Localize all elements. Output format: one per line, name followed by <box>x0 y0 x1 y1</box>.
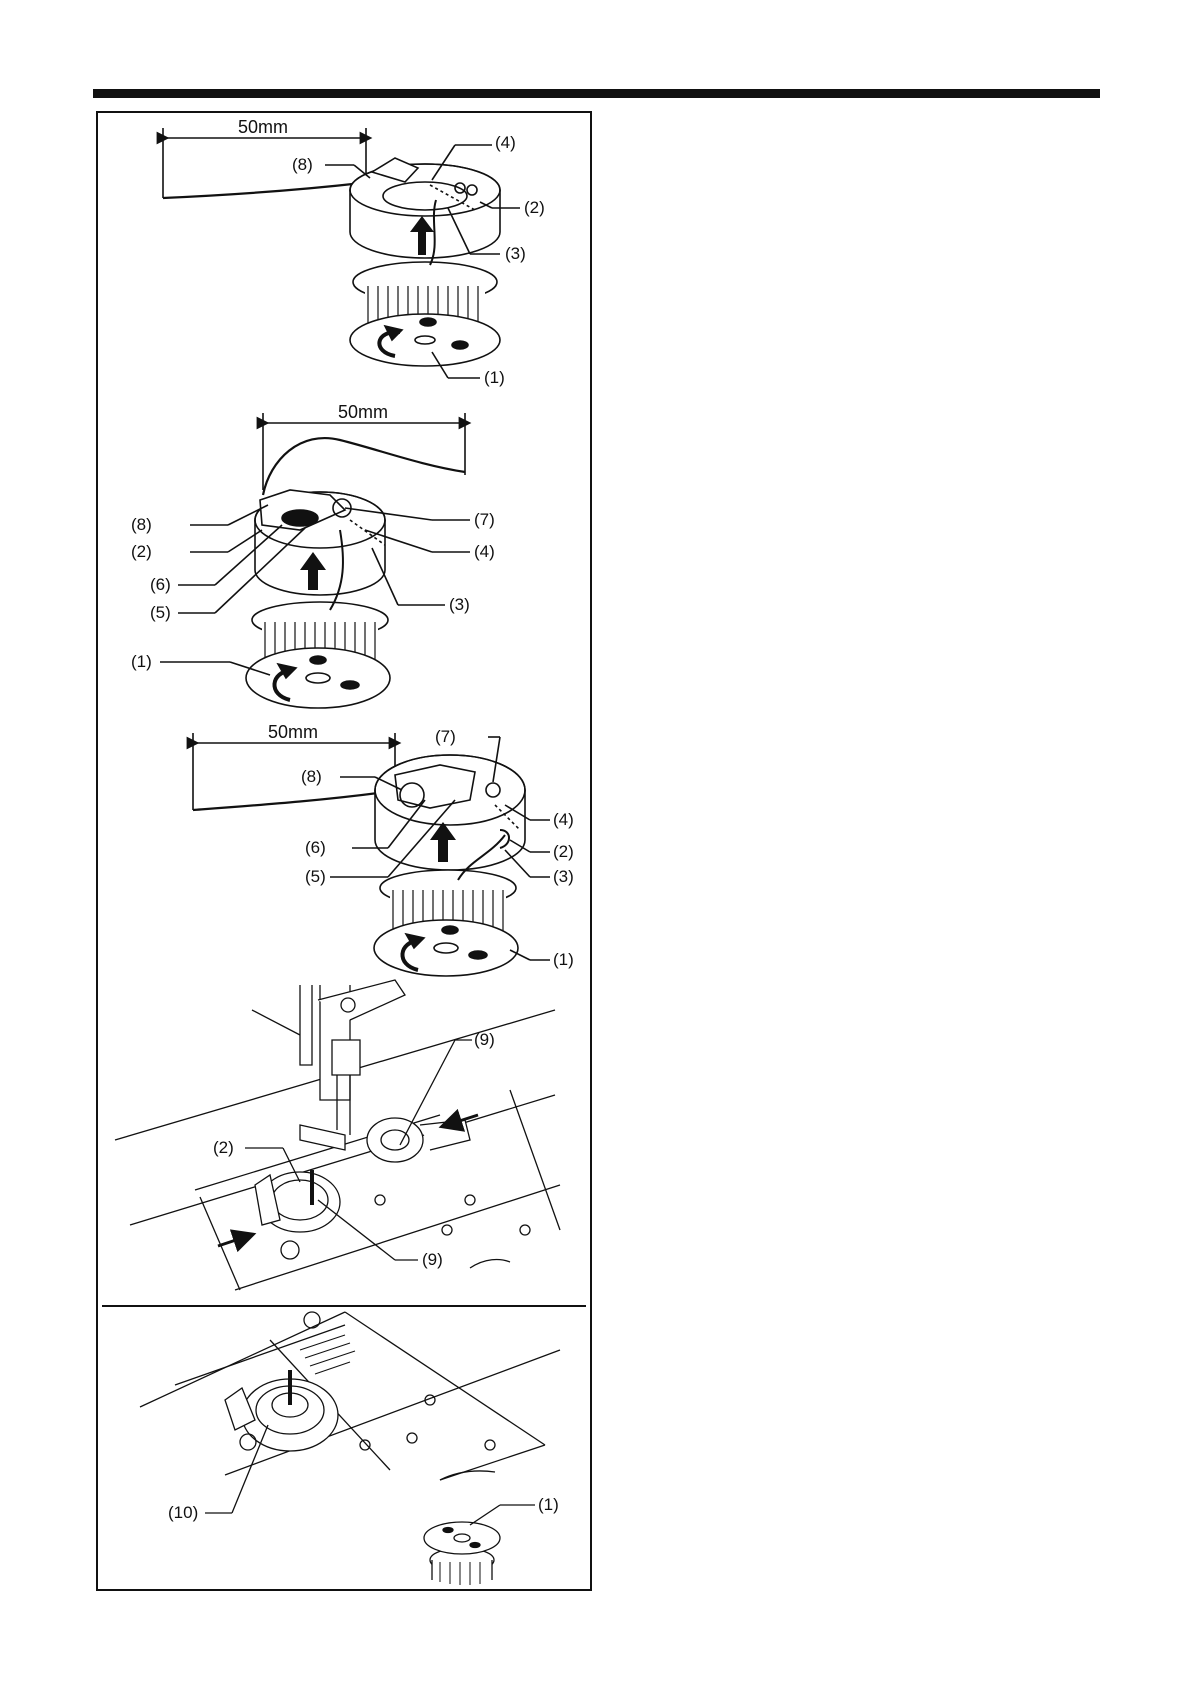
callout-1: (1) <box>131 652 152 671</box>
callout-3: (3) <box>553 867 574 886</box>
callout-5: (5) <box>150 603 171 622</box>
dimension-label: 50mm <box>338 402 388 422</box>
callout-1: (1) <box>484 368 505 387</box>
callout-4: (4) <box>553 810 574 829</box>
callout-4: (4) <box>495 133 516 152</box>
callout-2: (2) <box>131 542 152 561</box>
callout-4: (4) <box>474 542 495 561</box>
figure-3-bobbin-into-case <box>193 733 550 976</box>
callout-7: (7) <box>474 510 495 529</box>
callout-2: (2) <box>524 198 545 217</box>
callout-8: (8) <box>292 155 313 174</box>
callout-9: (9) <box>474 1030 495 1049</box>
dimension-label: 50mm <box>238 117 288 137</box>
figure-1-bobbin-into-case <box>163 128 520 378</box>
figure-4-machine-bed <box>115 980 560 1290</box>
callout-3: (3) <box>449 595 470 614</box>
dimension-label: 50mm <box>268 722 318 742</box>
callout-8: (8) <box>131 515 152 534</box>
callout-2: (2) <box>213 1138 234 1157</box>
callout-5: (5) <box>305 867 326 886</box>
insertion-arrow-icon <box>218 1237 245 1246</box>
figure-5-labels: (1) (10) <box>168 1495 559 1522</box>
callout-6: (6) <box>150 575 171 594</box>
callout-7: (7) <box>435 727 456 746</box>
callout-10: (10) <box>168 1503 198 1522</box>
figure-5-bobbin-installed <box>140 1312 560 1585</box>
callout-6: (6) <box>305 838 326 857</box>
callout-2: (2) <box>553 842 574 861</box>
figure-2-bobbin-into-case <box>160 413 470 708</box>
callout-1: (1) <box>538 1495 559 1514</box>
callout-9-lower: (9) <box>422 1250 443 1269</box>
callout-8: (8) <box>301 767 322 786</box>
callout-3: (3) <box>505 244 526 263</box>
callout-1: (1) <box>553 950 574 969</box>
